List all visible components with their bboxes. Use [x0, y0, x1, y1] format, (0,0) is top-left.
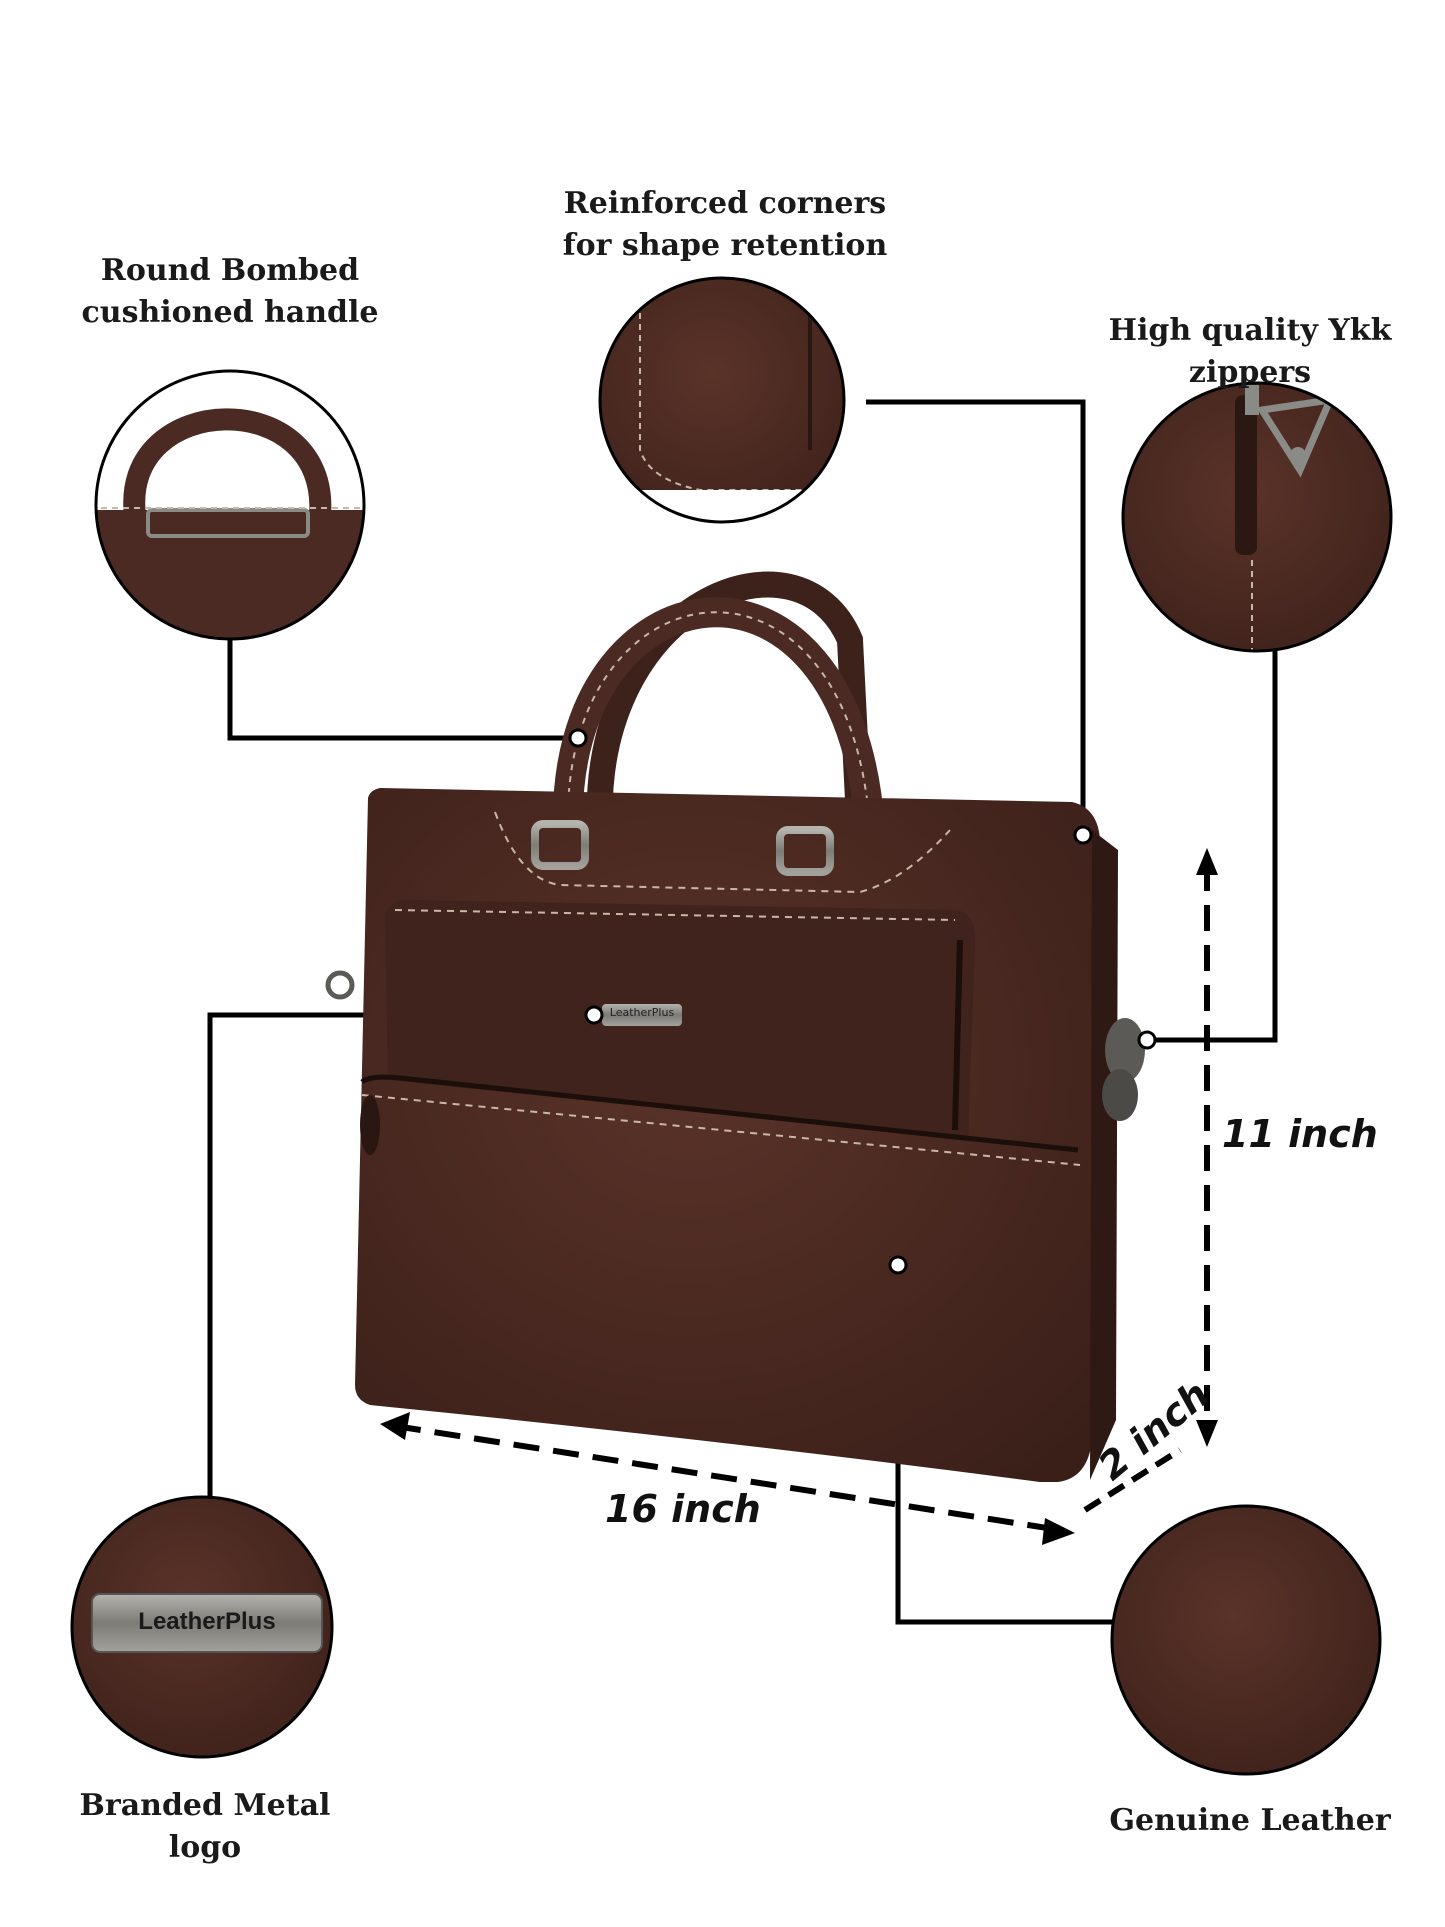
bag-main-shape [355, 788, 1100, 1482]
label-leather: Genuine Leather [1109, 1803, 1391, 1838]
detail-circle-logo [70, 1495, 334, 1759]
dot-handle [568, 728, 588, 748]
detail-circle-leather [1110, 1504, 1382, 1776]
dot-logo [584, 1005, 604, 1025]
detail-circle-zippers [1121, 381, 1393, 653]
dot-corners [1073, 825, 1093, 845]
connector-corners [866, 399, 1086, 835]
dot-leather [888, 1255, 908, 1275]
bag-body [325, 571, 1145, 1482]
dot-zippers [1137, 1030, 1157, 1050]
logo-plate-text: LeatherPlus [138, 1608, 276, 1635]
connector-zippers [1147, 642, 1278, 1043]
label-zippers: High quality Ykk zippers [1108, 313, 1392, 390]
label-corners: Reinforced corners for shape retention [562, 186, 888, 263]
detail-circle-handle [94, 369, 366, 641]
callout-dots [568, 728, 1157, 1275]
dimension-width: 16 inch [605, 1487, 761, 1531]
dimension-height: 11 inch [1222, 1112, 1378, 1156]
bag-logo-text: LeatherPlus [609, 1006, 675, 1019]
bag-logo-plate [602, 1004, 682, 1026]
width-arrow [394, 1423, 1061, 1533]
depth-arrow [1083, 1447, 1182, 1513]
label-logo: Branded Metal logo [79, 1788, 331, 1865]
label-handle: Round Bombed cushioned handle [81, 253, 379, 330]
connector-handle [227, 620, 578, 741]
detail-circle-corners [598, 276, 846, 524]
dimension-arrows [380, 848, 1218, 1545]
